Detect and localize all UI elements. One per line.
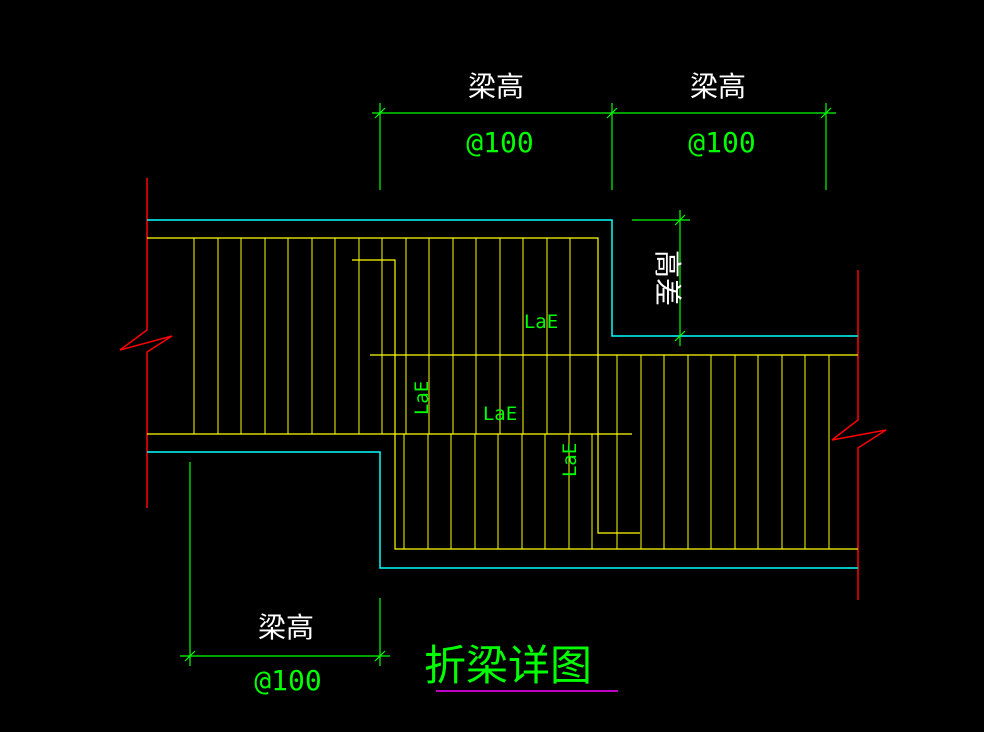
anchorage-label-upper: LaE: [524, 311, 558, 333]
anchorage-label-middle: LaE: [483, 403, 517, 425]
longitudinal-rebars: [147, 237, 858, 550]
stirrups: [193, 238, 830, 549]
top-left-spacing-label: @100: [466, 126, 533, 159]
break-line-left: [119, 178, 173, 508]
bottom-beam-height-label: 梁高: [258, 611, 314, 644]
beam-outline: [147, 219, 858, 569]
bottom-spacing-label: @100: [254, 664, 321, 697]
step-height-label: 高差: [651, 250, 684, 306]
top-right-beam-height-label: 梁高: [690, 70, 746, 103]
top-left-beam-height-label: 梁高: [468, 70, 524, 103]
anchorage-label-vertical-right: LaE: [559, 443, 581, 477]
break-line-right: [831, 270, 887, 600]
top-right-spacing-label: @100: [688, 126, 755, 159]
drawing-title: 折梁详图: [424, 641, 592, 690]
anchorage-label-vertical-left: LaE: [411, 381, 433, 415]
dimension-lines: [180, 103, 836, 666]
